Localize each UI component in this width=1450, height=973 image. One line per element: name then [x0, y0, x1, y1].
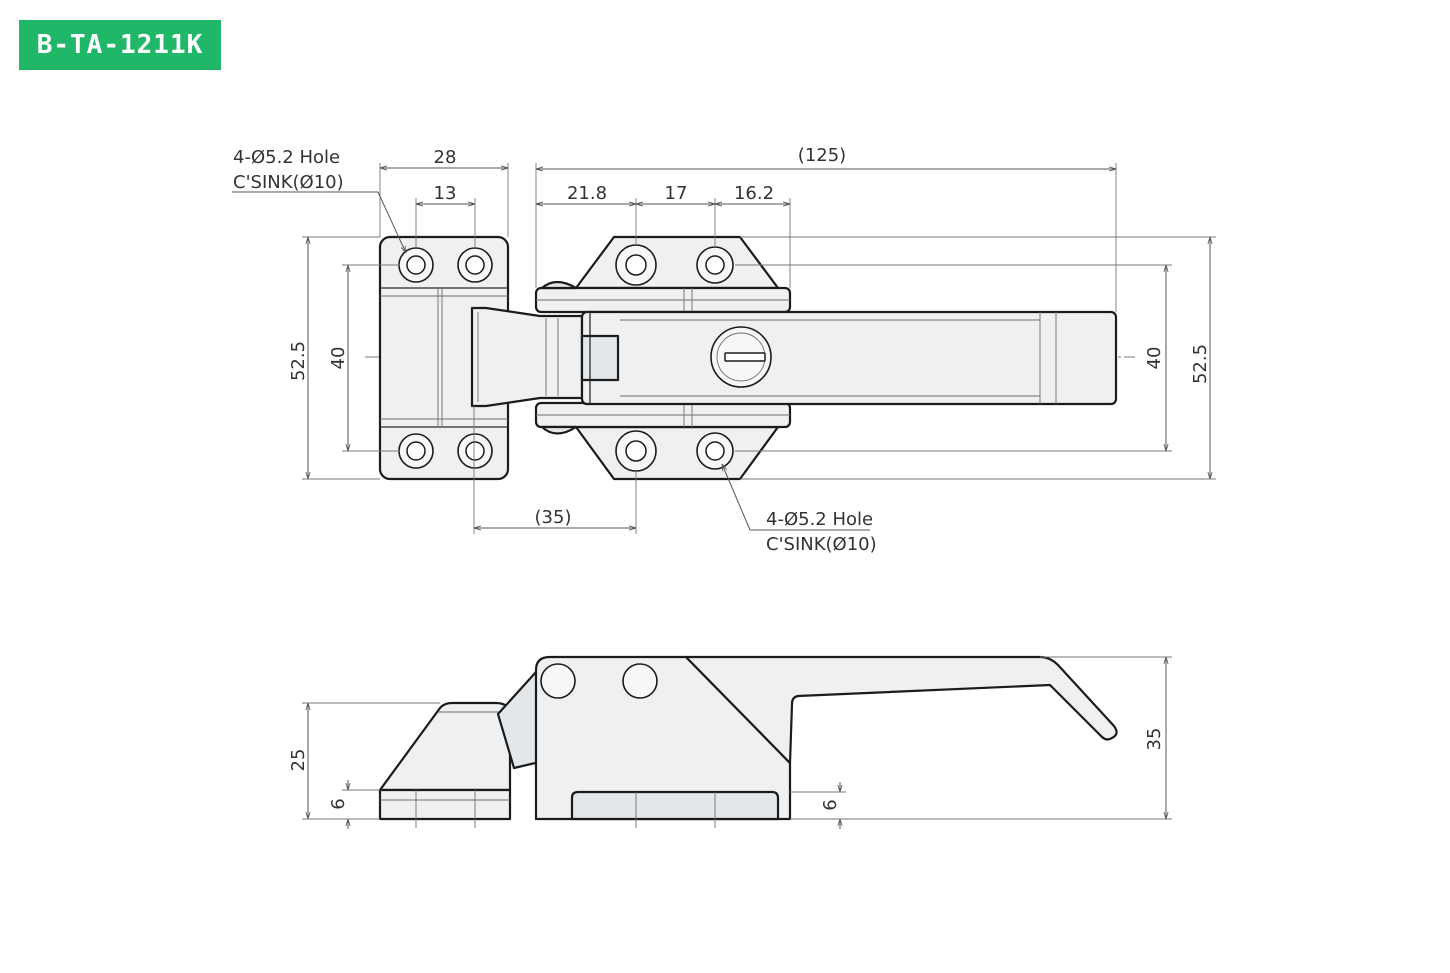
- handle: [580, 310, 1118, 406]
- hook-tongue: [470, 306, 584, 408]
- latch-hole-bottom-right: [696, 432, 734, 470]
- dim-35-side-label: 35: [1144, 728, 1165, 751]
- strike-hole-bottom-right: [457, 433, 493, 469]
- hole-note-bottom-line1: 4-Ø5.2 Hole: [766, 509, 873, 530]
- latch-hole-top-left: [615, 244, 657, 286]
- dim-28: 28: [379, 147, 509, 237]
- dim-125-label: (125): [798, 145, 846, 166]
- dim-16-2-label: 16.2: [734, 183, 774, 204]
- dim-35-label: (35): [535, 507, 572, 528]
- latch-hole-bottom-left: [615, 430, 657, 472]
- dim-35: (35): [473, 406, 637, 534]
- hole-note-bottom-line2: C'SINK(Ø10): [766, 534, 877, 555]
- dim-right-40-label: 40: [1144, 347, 1165, 370]
- strike-plate: [378, 235, 510, 481]
- hole-note-top-line1: 4-Ø5.2 Hole: [233, 147, 340, 168]
- dim-125: (125): [535, 145, 1117, 312]
- strike-hole-top-left: [398, 247, 434, 283]
- strike-hole-top-right: [457, 247, 493, 283]
- dim-21-8-label: 21.8: [567, 183, 607, 204]
- hole-note-top: 4-Ø5.2 Hole C'SINK(Ø10): [232, 147, 406, 253]
- key-lock-icon: [710, 326, 772, 388]
- strike-hole-bottom-left: [398, 433, 434, 469]
- dim-right-heights: 40 52.5: [735, 236, 1216, 480]
- hole-note-bottom: 4-Ø5.2 Hole C'SINK(Ø10): [722, 464, 877, 555]
- hole-note-top-line2: C'SINK(Ø10): [233, 172, 344, 193]
- side-view: 25 6 6 35: [288, 655, 1172, 829]
- pivot-pin-1: [540, 663, 576, 699]
- strike-catch-side: [378, 701, 512, 828]
- dim-left-40-label: 40: [328, 347, 349, 370]
- top-view: 28 13 (125) 21.8 17 16.2: [232, 145, 1216, 555]
- latch-body-side: [534, 655, 792, 828]
- dim-13-label: 13: [434, 183, 457, 204]
- part-number-badge: B-TA-1211K: [19, 20, 221, 70]
- lever-side: [684, 655, 1118, 765]
- dim-6-left-label: 6: [328, 798, 349, 809]
- dim-17-label: 17: [665, 183, 688, 204]
- dim-6-mid: 6: [790, 782, 846, 829]
- pivot-pin-2: [622, 663, 658, 699]
- dim-6-left: 6: [328, 780, 380, 829]
- dim-left-heights: 52.5 40: [288, 236, 400, 480]
- dim-left-52-5-label: 52.5: [288, 341, 309, 381]
- dim-13: 13: [415, 183, 476, 248]
- dim-28-label: 28: [434, 147, 457, 168]
- dim-6-mid-label: 6: [820, 799, 841, 810]
- dim-35-side: 35: [302, 656, 1172, 820]
- dim-chain: 21.8 17 16.2: [536, 183, 791, 288]
- dim-right-52-5-label: 52.5: [1190, 344, 1211, 384]
- latch-hole-top-right: [696, 246, 734, 284]
- dim-25-label: 25: [288, 749, 309, 772]
